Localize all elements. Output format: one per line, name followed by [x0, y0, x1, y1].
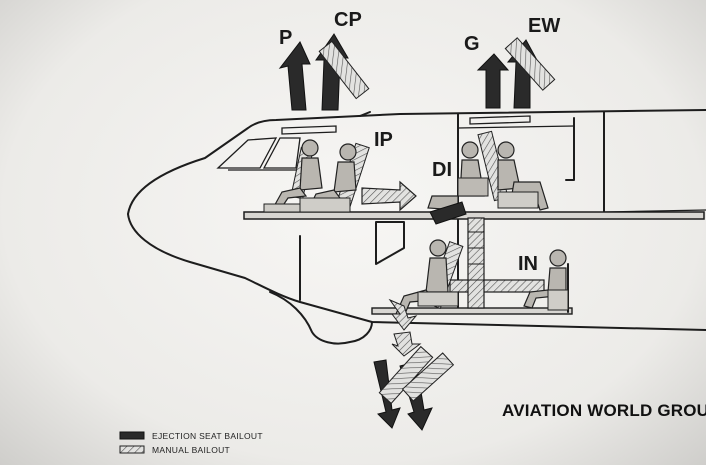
legend-ejection-label: EJECTION SEAT BAILOUT [152, 431, 263, 441]
legend-manual-label: MANUAL BAILOUT [152, 445, 230, 455]
legend-ejection-swatch [119, 431, 145, 440]
crew-navigator-figure [395, 239, 464, 317]
label-instructor-navigator: IN [518, 253, 538, 275]
ejection-arrow-down-right [378, 345, 455, 431]
crew-instructor-navigator-figure [523, 249, 569, 311]
label-defense-instructor: DI [432, 159, 452, 181]
watermark-text: AVIATION WORLD GROUP [502, 401, 706, 420]
manual-arrow-defense-instructor [429, 201, 467, 225]
label-pilot: P [279, 27, 292, 49]
ejection-arrow-copilot [315, 33, 370, 111]
ejection-arrow-gunner [476, 53, 510, 109]
legend: EJECTION SEAT BAILOUT MANUAL BAILOUT [119, 431, 263, 455]
crew-defense-instructor-figure [427, 141, 489, 211]
label-gunner: G [464, 33, 480, 55]
label-ew-officer: EW [528, 15, 560, 37]
manual-arrow-instructor-pilot [361, 180, 417, 212]
fuselage-outline [127, 109, 706, 345]
crew-copilot-figure [299, 142, 370, 213]
ladder [467, 217, 485, 309]
label-copilot: CP [334, 9, 362, 31]
ejection-arrow-pilot [278, 41, 311, 111]
crew-pilot-figure [263, 139, 323, 213]
legend-manual-swatch [119, 445, 145, 454]
crew-ew-figure [497, 141, 549, 211]
ejection-arrow-ew [504, 37, 556, 109]
manual-arrow-navigator [388, 298, 422, 357]
label-instructor-pilot: IP [374, 129, 393, 151]
